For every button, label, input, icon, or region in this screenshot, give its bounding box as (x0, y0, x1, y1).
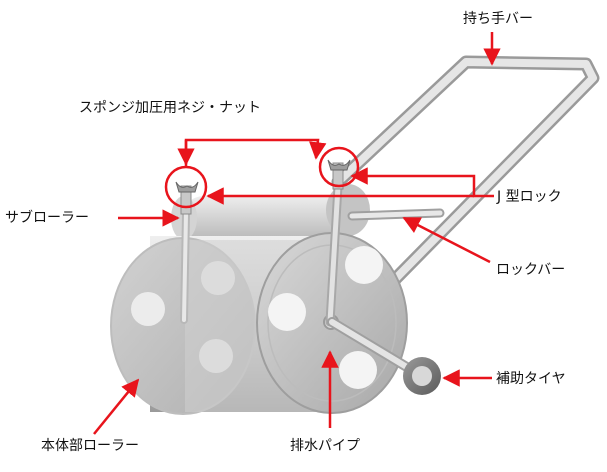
handle-bar (331, 55, 600, 332)
sponge-nut-right-circle (318, 146, 360, 188)
label-aux-tire: 補助タイヤ (496, 371, 566, 387)
aux-tire (403, 357, 441, 395)
arrow-main-roller (93, 378, 140, 435)
callouts (93, 32, 501, 435)
sponge-nut-left-circle (164, 165, 208, 209)
label-j-lock: J 型ロック (497, 189, 562, 205)
label-lock-bar: ロックバー (496, 262, 566, 278)
label-drain-pipe: 排水パイプ (290, 438, 360, 454)
label-sponge-nut: スポンジ加圧用ネジ・ナット (79, 100, 261, 116)
arrow-sponge-nut-right (184, 138, 327, 166)
label-sub-roller: サブローラー (5, 210, 89, 226)
main-roller-body (110, 232, 408, 415)
label-handle-bar: 持ち手バー (463, 11, 533, 27)
sponge-screw-right (327, 159, 351, 190)
arrow-j-lock-top (350, 167, 494, 198)
drain-pipe (180, 181, 420, 377)
sponge-screw-left (175, 181, 199, 215)
label-main-roller: 本体部ローラー (41, 438, 139, 454)
arrow-lock-bar (402, 216, 491, 264)
lock-bar (347, 208, 445, 221)
